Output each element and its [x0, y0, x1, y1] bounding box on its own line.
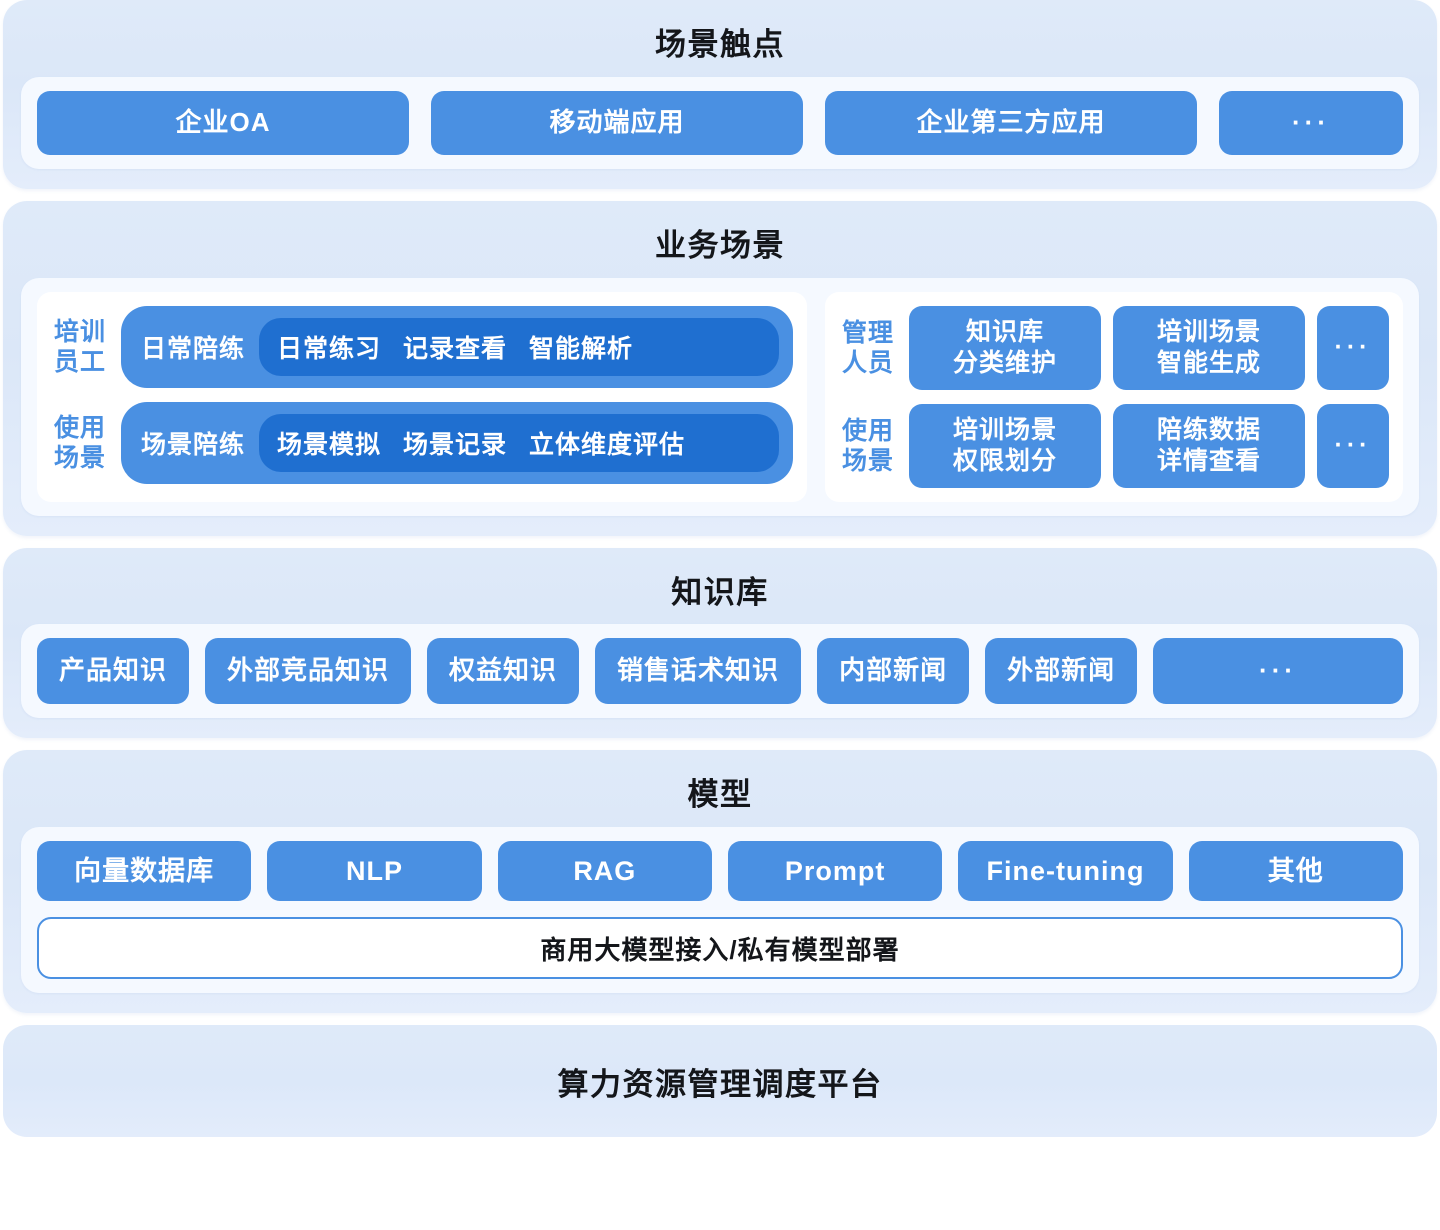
- pill-lead-scenario-coaching: 场景陪练: [141, 430, 246, 459]
- trainee-scenario-row: 使用 场景 场景陪练 场景模拟 场景记录 立体维度评估: [51, 401, 793, 484]
- panel-touchpoints: 场景触点 企业OA 移动端应用 企业第三方应用 ···: [3, 0, 1437, 189]
- page-title-business-scenarios: 业务场景: [655, 227, 785, 263]
- knowledge-base-row: 产品知识 外部竞品知识 权益知识 销售话术知识 内部新闻 外部新闻 ···: [37, 638, 1403, 705]
- touchpoints-well: 企业OA 移动端应用 企业第三方应用 ···: [21, 76, 1419, 169]
- panel-compute-platform: 算力资源管理调度平台: [3, 1025, 1437, 1137]
- admin-row: 管理 人员 知识库 分类维护 培训场景 智能生成 ···: [839, 305, 1389, 390]
- business-scenarios-columns: 培训 员工 日常陪练 日常练习 记录查看 智能解析: [37, 291, 1403, 502]
- chip-mobile-app[interactable]: 移动端应用: [431, 90, 803, 155]
- chip-product-knowledge[interactable]: 产品知识: [37, 638, 190, 705]
- business-scenarios-well: 培训 员工 日常陪练 日常练习 记录查看 智能解析: [21, 277, 1419, 516]
- tag-smart-analysis[interactable]: 智能解析: [529, 334, 634, 363]
- page-title-model: 模型: [687, 777, 753, 813]
- chip-fine-tuning[interactable]: Fine-tuning: [958, 841, 1173, 901]
- tag-scenario-record[interactable]: 场景记录: [403, 430, 508, 459]
- page-title-knowledge-base: 知识库: [671, 574, 769, 610]
- admin-items: 知识库 分类维护 培训场景 智能生成 ···: [909, 305, 1389, 390]
- admin-usage-items: 培训场景 权限划分 陪练数据 详情查看 ···: [909, 403, 1389, 488]
- chip-more-knowledge[interactable]: ···: [1153, 638, 1403, 705]
- layer-business-scenarios: 业务场景 培训 员工 日常陪练 日常练习 记录查看 智能解析: [3, 200, 1437, 536]
- tag-record-view[interactable]: 记录查看: [403, 334, 508, 363]
- model-row: 向量数据库 NLP RAG Prompt Fine-tuning 其他: [37, 841, 1403, 901]
- chip-external-news[interactable]: 外部新闻: [985, 638, 1138, 705]
- chip-competitor-knowledge[interactable]: 外部竞品知识: [205, 638, 412, 705]
- admin-card: 管理 人员 知识库 分类维护 培训场景 智能生成 ··· 使用 场景 培训场景 …: [825, 291, 1403, 502]
- layer-model: 模型 向量数据库 NLP RAG Prompt Fine-tuning 其他 商…: [3, 750, 1437, 1013]
- chip-third-party-app[interactable]: 企业第三方应用: [825, 90, 1197, 155]
- chip-more-admin-usage[interactable]: ···: [1317, 403, 1389, 488]
- panel-model: 模型 向量数据库 NLP RAG Prompt Fine-tuning 其他 商…: [3, 750, 1437, 1013]
- pill-inner-scenario-coaching: 场景模拟 场景记录 立体维度评估: [259, 413, 779, 472]
- chip-training-scenario-generation[interactable]: 培训场景 智能生成: [1113, 305, 1305, 390]
- panel-knowledge-base: 知识库 产品知识 外部竞品知识 权益知识 销售话术知识 内部新闻 外部新闻 ··…: [3, 547, 1437, 739]
- page-title-touchpoints: 场景触点: [655, 27, 785, 62]
- knowledge-base-well: 产品知识 外部竞品知识 权益知识 销售话术知识 内部新闻 外部新闻 ···: [21, 624, 1419, 719]
- role-label-usage-scenario-right: 使用 场景: [841, 416, 894, 475]
- role-label-admin: 管理 人员: [841, 318, 894, 377]
- chip-other[interactable]: 其他: [1188, 841, 1403, 901]
- chip-enterprise-oa[interactable]: 企业OA: [37, 90, 409, 155]
- layer-compute-platform: 算力资源管理调度平台: [3, 1025, 1437, 1137]
- chip-benefits-knowledge[interactable]: 权益知识: [427, 638, 580, 705]
- panel-business-scenarios: 业务场景 培训 员工 日常陪练 日常练习 记录查看 智能解析: [3, 200, 1437, 536]
- chip-more-touchpoints[interactable]: ···: [1219, 90, 1403, 155]
- chip-coaching-data-detail[interactable]: 陪练数据 详情查看: [1113, 403, 1305, 488]
- chip-internal-news[interactable]: 内部新闻: [817, 638, 970, 705]
- tag-scenario-simulation[interactable]: 场景模拟: [277, 430, 382, 459]
- pill-scenario-coaching[interactable]: 场景陪练 场景模拟 场景记录 立体维度评估: [121, 401, 793, 484]
- chip-kb-category-maintenance[interactable]: 知识库 分类维护: [909, 305, 1101, 390]
- admin-usage-row: 使用 场景 培训场景 权限划分 陪练数据 详情查看 ···: [839, 403, 1389, 488]
- page-title-compute-platform: 算力资源管理调度平台: [557, 1066, 883, 1102]
- model-deployment-bar[interactable]: 商用大模型接入/私有模型部署: [37, 917, 1403, 979]
- pill-daily-coaching[interactable]: 日常陪练 日常练习 记录查看 智能解析: [121, 305, 793, 388]
- pill-lead-daily-coaching: 日常陪练: [141, 334, 246, 363]
- trainee-card: 培训 员工 日常陪练 日常练习 记录查看 智能解析: [37, 291, 807, 502]
- chip-sales-script-knowledge[interactable]: 销售话术知识: [595, 638, 802, 705]
- role-label-trainee: 培训 员工: [53, 317, 106, 376]
- layer-knowledge-base: 知识库 产品知识 外部竞品知识 权益知识 销售话术知识 内部新闻 外部新闻 ··…: [3, 547, 1437, 739]
- touchpoints-row: 企业OA 移动端应用 企业第三方应用 ···: [37, 90, 1403, 155]
- trainee-daily-row: 培训 员工 日常陪练 日常练习 记录查看 智能解析: [51, 305, 793, 388]
- chip-more-admin[interactable]: ···: [1317, 305, 1389, 390]
- tag-daily-practice[interactable]: 日常练习: [277, 334, 382, 363]
- tag-multidimensional-evaluation[interactable]: 立体维度评估: [529, 430, 686, 459]
- role-label-usage-scenario-left: 使用 场景: [53, 413, 106, 472]
- chip-vector-database[interactable]: 向量数据库: [37, 841, 252, 901]
- chip-rag[interactable]: RAG: [497, 841, 712, 901]
- model-well: 向量数据库 NLP RAG Prompt Fine-tuning 其他 商用大模…: [21, 827, 1419, 993]
- layer-touchpoints: 场景触点 企业OA 移动端应用 企业第三方应用 ···: [3, 0, 1437, 189]
- pill-inner-daily-coaching: 日常练习 记录查看 智能解析: [259, 317, 779, 376]
- chip-training-scenario-permission[interactable]: 培训场景 权限划分: [909, 403, 1101, 488]
- chip-nlp[interactable]: NLP: [267, 841, 482, 901]
- chip-prompt[interactable]: Prompt: [727, 841, 943, 901]
